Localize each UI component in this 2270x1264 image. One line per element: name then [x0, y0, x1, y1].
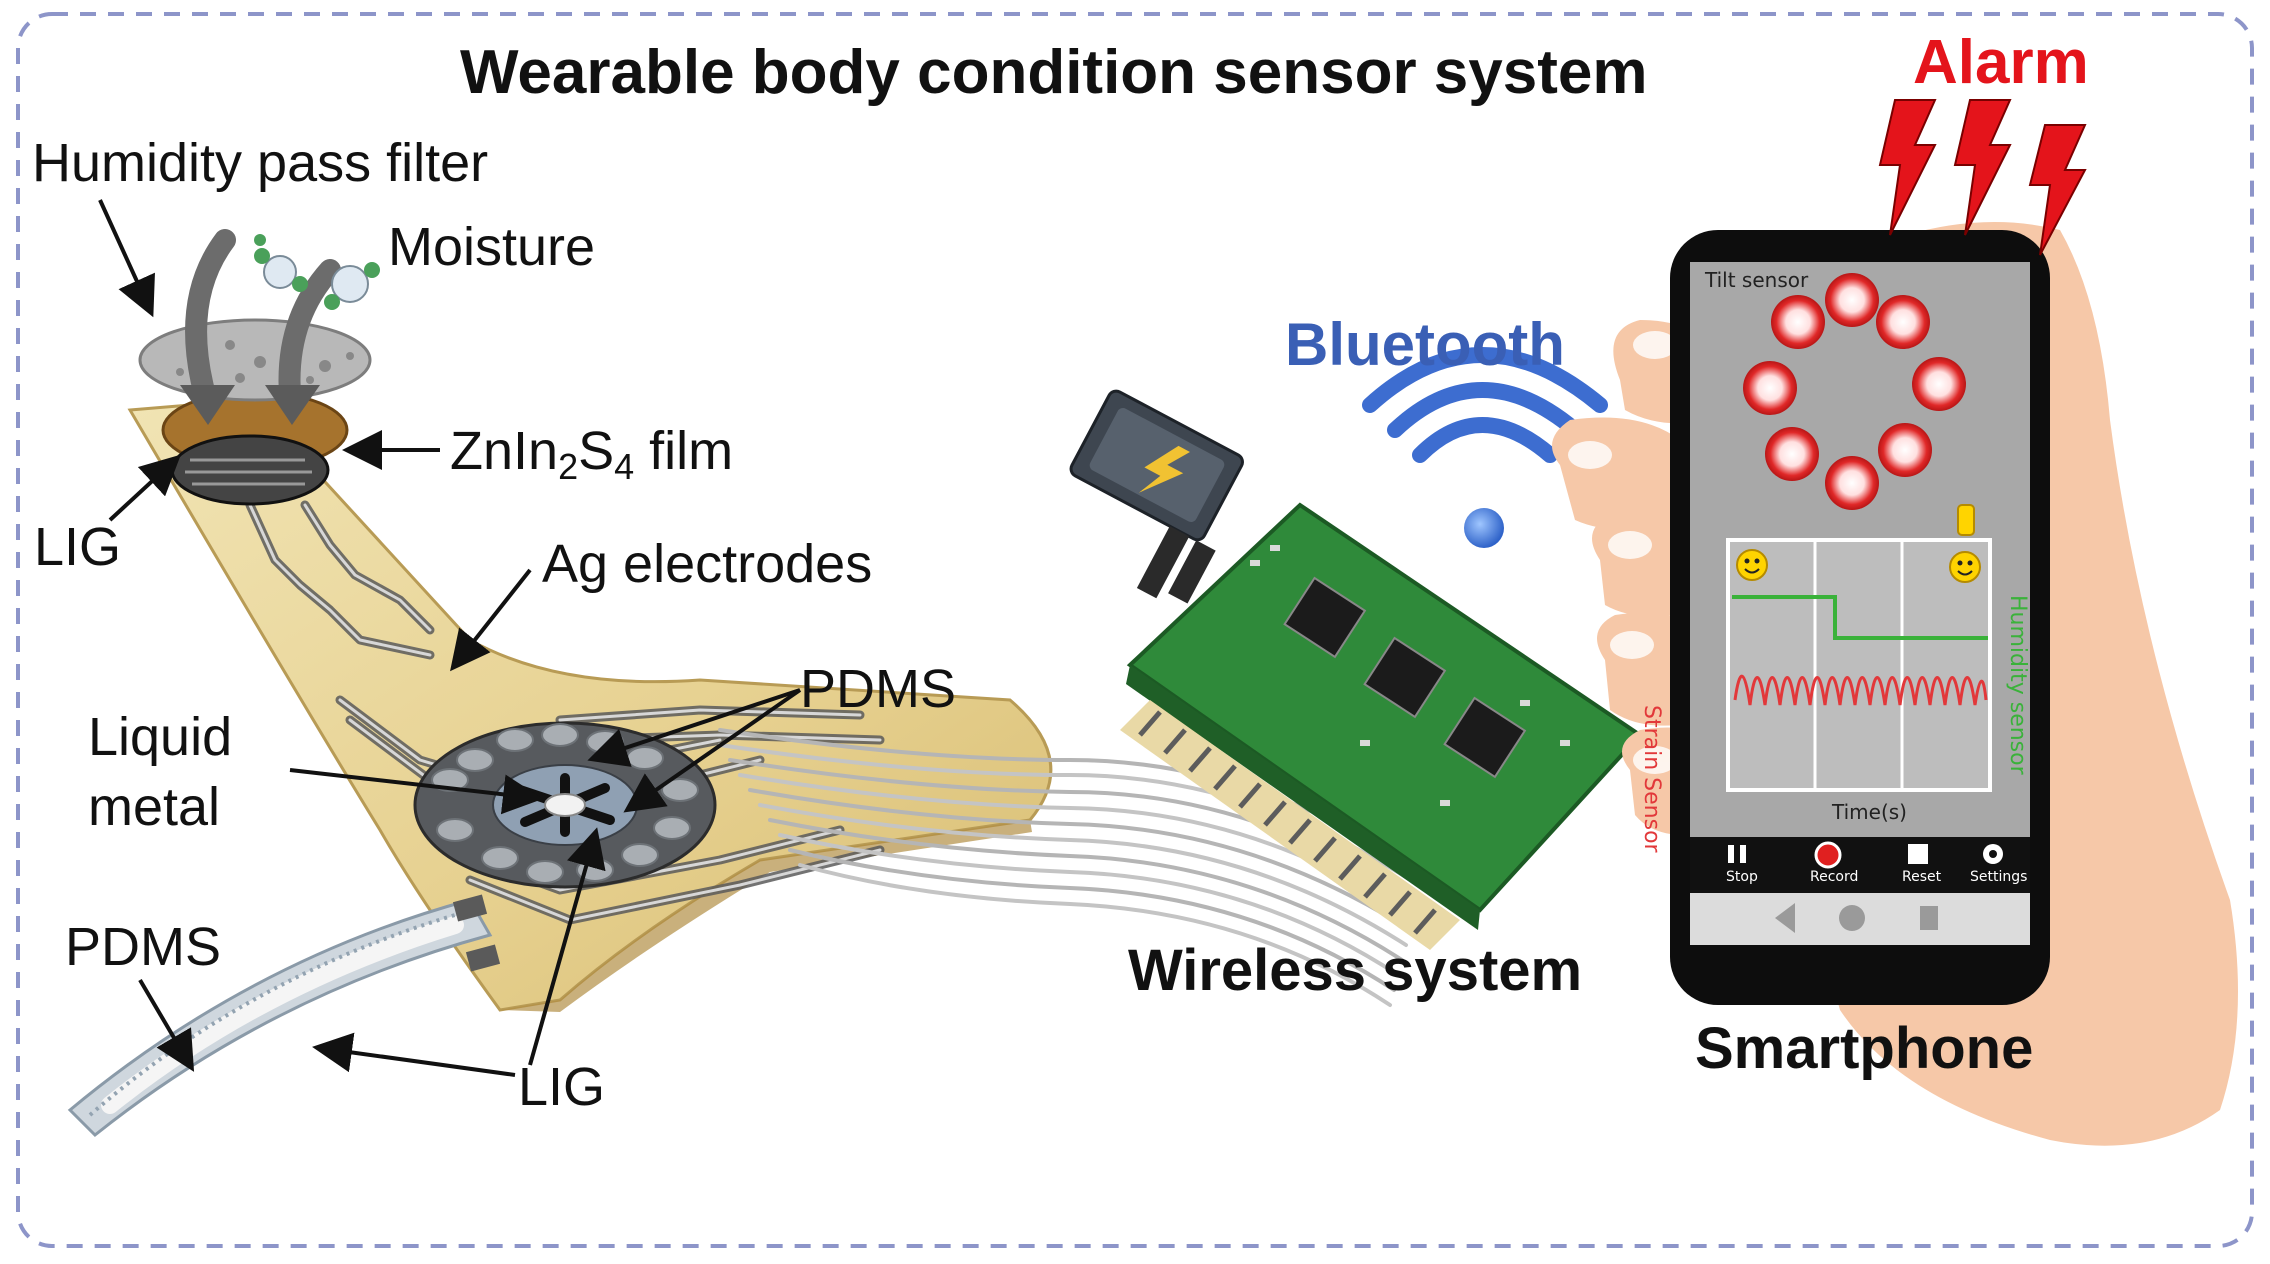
leader-lines [98, 199, 802, 1077]
ag-electrodes-label: Ag electrodes [542, 534, 873, 594]
pdms-right-label: PDMS [800, 659, 957, 719]
nav-recent-icon [1920, 906, 1938, 930]
moisture-label: Moisture [388, 217, 596, 277]
bluetooth-label: Bluetooth [1285, 311, 1565, 378]
wireless-pcb [1069, 389, 1644, 950]
alarm-bolts [1878, 99, 2087, 256]
liquid-metal [544, 793, 586, 817]
smartphone [1670, 230, 2050, 1005]
wireless-system-label: Wireless system [1128, 938, 1583, 1003]
diagram-title: Wearable body condition sensor system [460, 38, 1648, 107]
app-tilt-label: Tilt sensor [1705, 268, 1809, 292]
app-record-button: Record [1810, 869, 1859, 885]
app-settings-button: Settings [1970, 869, 2028, 885]
app-right-axis: Humidity sensor [2005, 595, 2030, 775]
tilt-led-ring [1743, 273, 1966, 510]
bluetooth-waves [1362, 347, 1608, 548]
lig-top-label: LIG [34, 517, 122, 577]
app-x-axis: Time(s) [1832, 800, 1907, 824]
liquid-metal-label-1: Liquid [88, 707, 233, 767]
alarm-label: Alarm [1913, 28, 2089, 97]
pdms-left-label: PDMS [65, 917, 222, 977]
thumbs-up-smiley-icon [1949, 504, 1981, 583]
znin2s4-film-label: ZnIn2S4 film [450, 421, 734, 487]
nav-home-icon [1839, 905, 1865, 931]
moisture-molecules [254, 234, 380, 310]
app-settings-icon [1983, 844, 2003, 864]
lig-strip [67, 898, 493, 1138]
app-plot [1726, 538, 1992, 792]
lig-bottom-label: LIG [518, 1057, 606, 1117]
app-stop-icon [1728, 845, 1746, 863]
dashed-frame [16, 12, 2254, 1248]
smartphone-label: Smartphone [1695, 1016, 2034, 1081]
liquid-metal-label-2: metal [88, 777, 221, 837]
app-stop-button: Stop [1726, 869, 1758, 885]
app-reset-icon [1908, 844, 1928, 864]
app-reset-button: Reset [1902, 869, 1942, 885]
humidity-trace [1732, 595, 1988, 640]
nav-back-icon [1775, 903, 1795, 933]
humidity-filter-label: Humidity pass filter [32, 133, 489, 193]
app-left-axis: Strain Sensor [1639, 705, 1664, 853]
lig-electrode-top [170, 434, 330, 506]
app-record-icon [1814, 841, 1842, 869]
smiley-icon [1736, 549, 1768, 581]
strain-trace [1733, 674, 1988, 706]
